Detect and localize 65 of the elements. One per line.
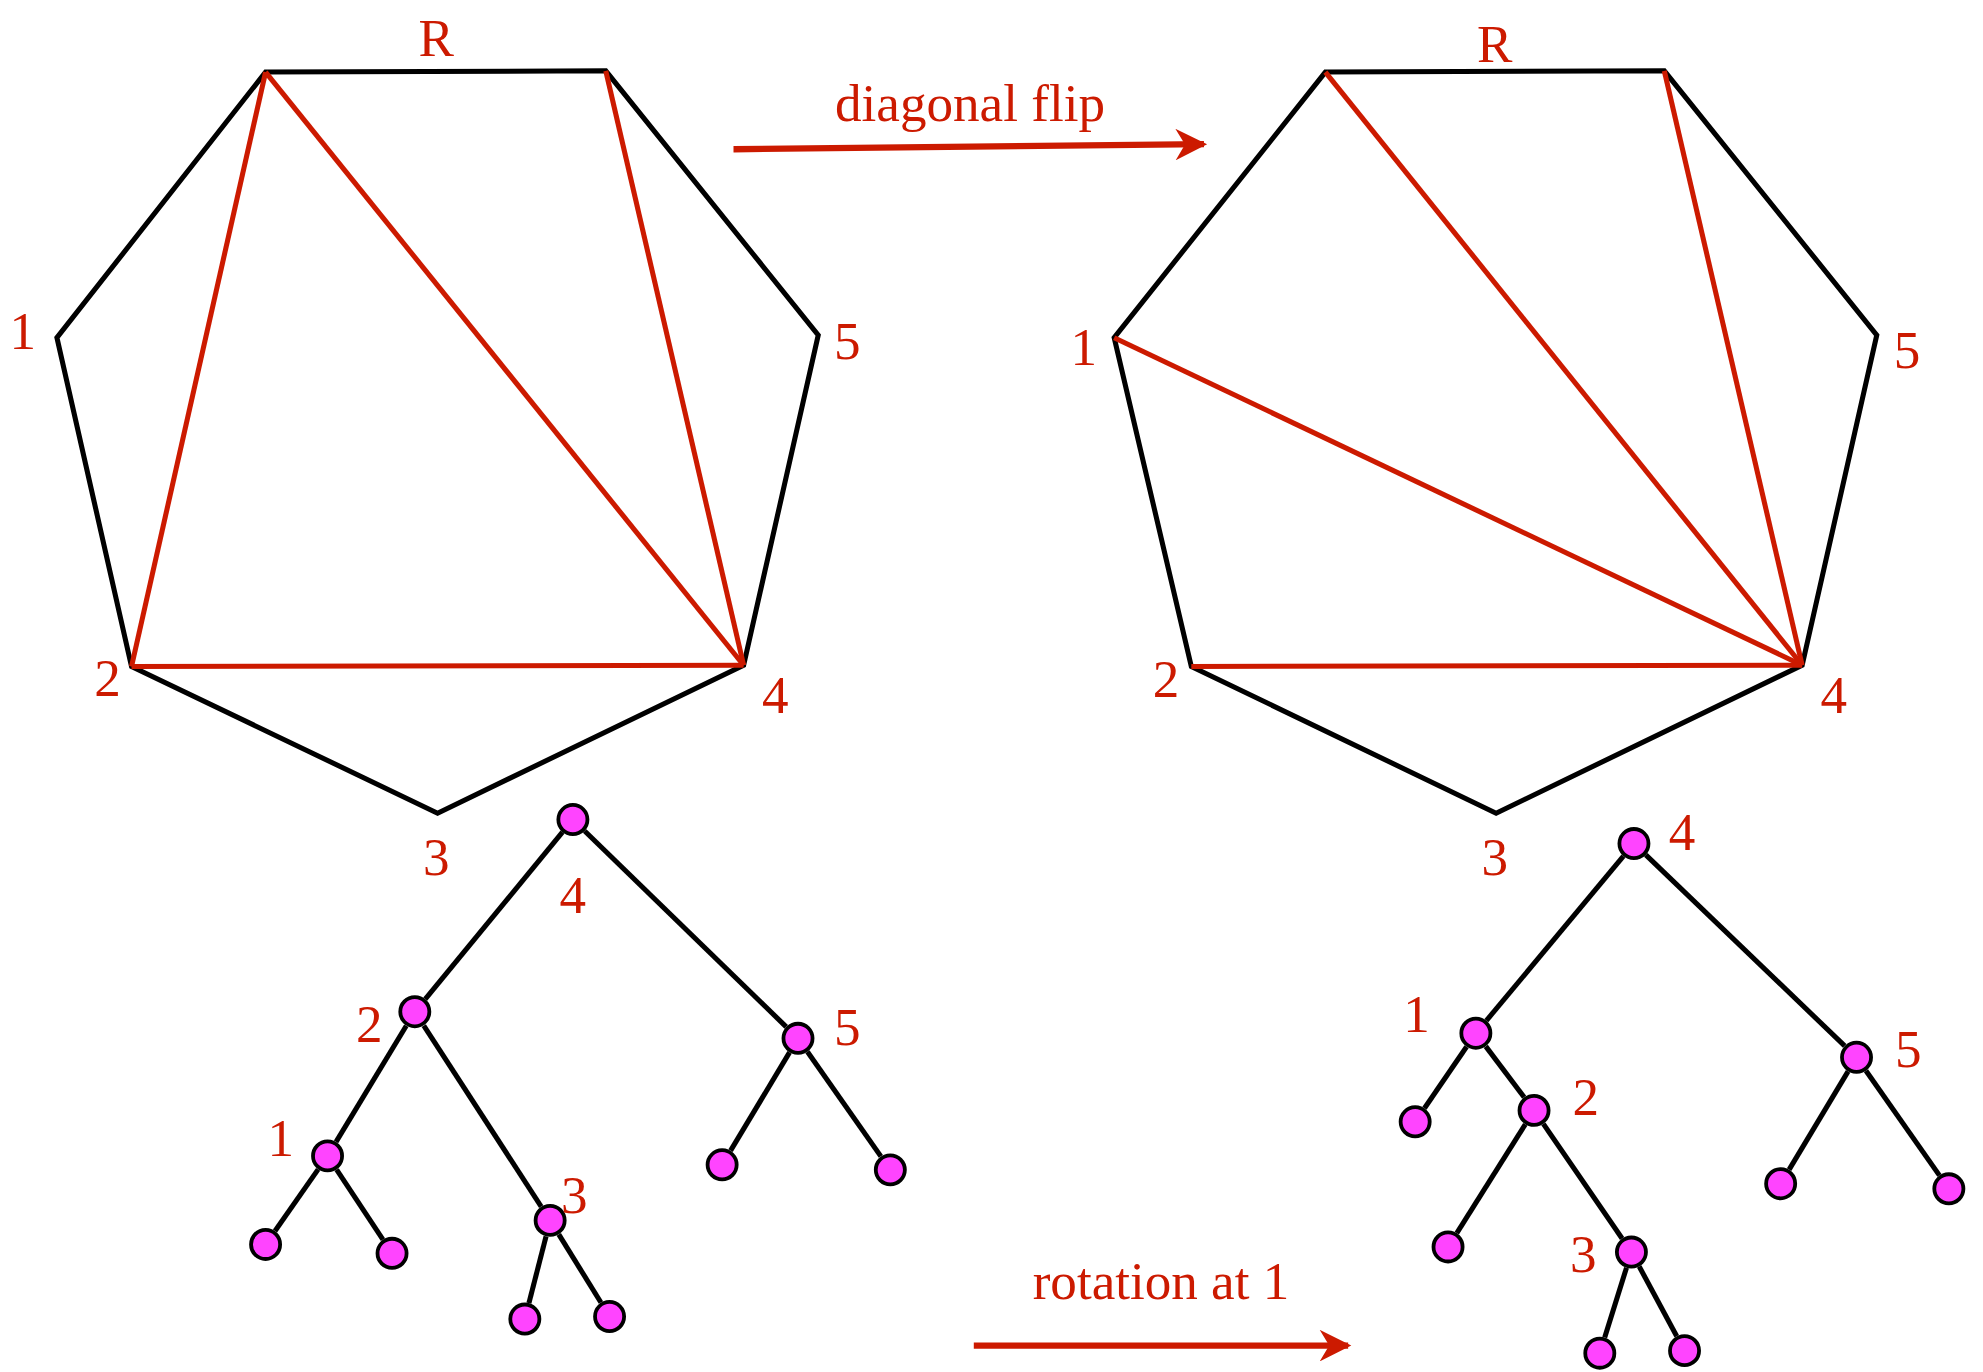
node-number-label: 1	[267, 1111, 295, 1165]
side-label: R	[418, 11, 455, 65]
tree-node-circle	[556, 803, 590, 836]
node-number-label: 4	[1668, 805, 1696, 859]
tree-edge	[805, 1050, 883, 1158]
tree-edge	[526, 1235, 549, 1304]
tree-edge	[1483, 1044, 1527, 1099]
side-label: R	[1477, 17, 1513, 71]
node-number-label: 3	[1570, 1228, 1597, 1282]
tree-node-circle	[508, 1302, 542, 1336]
tree-node-circle	[873, 1153, 907, 1187]
node-number-label: 2	[356, 997, 383, 1051]
tree-node-circle	[1459, 1016, 1493, 1050]
tree-edge	[423, 830, 565, 1001]
vertex-label: 4	[1820, 669, 1848, 723]
tree-edge	[1484, 854, 1626, 1023]
tree-node-circle	[1583, 1336, 1617, 1370]
tree-node-circle	[1668, 1334, 1701, 1368]
vertex-label: 5	[834, 314, 861, 368]
tree-node-circle	[1517, 1093, 1551, 1127]
tree-node-circle	[249, 1228, 282, 1261]
vertex-label: 2	[1152, 652, 1180, 706]
vertex-label: 4	[761, 669, 789, 723]
tree-node-circle	[1764, 1167, 1798, 1201]
tree-node-circle	[398, 995, 432, 1029]
tree-node-circle	[593, 1300, 626, 1333]
vertex-label: 3	[1481, 830, 1509, 884]
tree-edge	[728, 1051, 792, 1152]
node-number-label: 4	[559, 868, 587, 922]
tree-node-circle	[311, 1139, 344, 1173]
tree-edge	[1637, 1265, 1679, 1338]
tree-edge	[1541, 1122, 1625, 1240]
tree-edge	[421, 1024, 544, 1208]
caption-text: rotation at 1	[1032, 1254, 1290, 1308]
node-number-label: 2	[1572, 1071, 1600, 1125]
tree-edge	[272, 1167, 321, 1233]
tree-edge	[333, 1024, 409, 1144]
tree-node-circle	[1615, 1235, 1648, 1269]
node-number-label: 5	[834, 1000, 861, 1054]
tree-node-circle	[1431, 1230, 1465, 1264]
node-number-label: 1	[1403, 987, 1430, 1041]
tree-node-circle	[1617, 827, 1651, 860]
vertex-label: 1	[9, 304, 37, 358]
tree-node-circle	[781, 1021, 815, 1055]
tree-node-circle	[705, 1148, 739, 1182]
tree-edge	[1863, 1069, 1942, 1177]
tree-node-circle	[375, 1236, 409, 1270]
caption-text: diagonal flip	[835, 77, 1105, 131]
vertex-label: 3	[423, 830, 450, 884]
vertex-label: 5	[1893, 323, 1921, 377]
tree-edge	[1786, 1070, 1851, 1171]
tree-edge	[582, 829, 788, 1029]
tree-edge	[1454, 1122, 1528, 1235]
tree-edge	[1602, 1266, 1629, 1339]
node-number-label: 3	[560, 1168, 588, 1222]
tree-node-circle	[1932, 1172, 1966, 1206]
tree-edge	[1644, 853, 1847, 1048]
node-number-label: 5	[1895, 1023, 1922, 1077]
vertex-label: 1	[1070, 321, 1098, 375]
tree-edge	[1422, 1045, 1469, 1110]
tree-edge	[334, 1168, 386, 1241]
vertex-label: 2	[94, 651, 121, 705]
tree-node-circle	[1398, 1105, 1432, 1139]
tree-node-circle	[1840, 1040, 1873, 1074]
tree-edge	[556, 1233, 604, 1304]
